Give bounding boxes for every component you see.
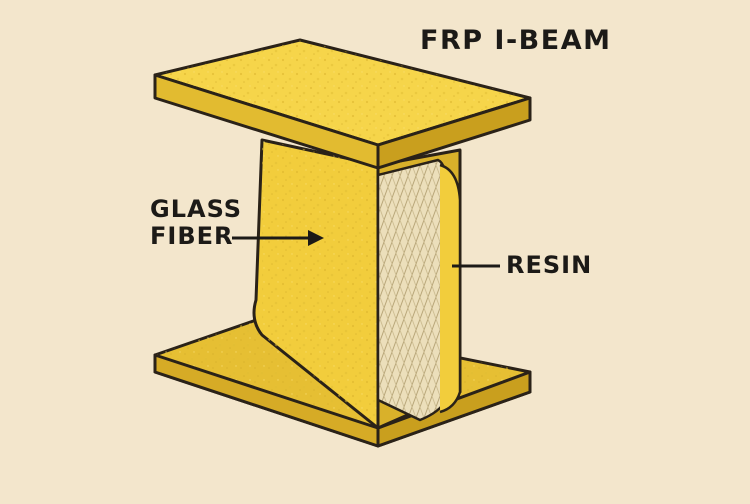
glass-fiber-label: GLASS FIBER [150, 196, 242, 250]
diagram-title: FRP I-BEAM [420, 25, 612, 56]
resin-label: RESIN [506, 251, 593, 279]
fiber-cutaway [376, 158, 462, 422]
glass-fiber-label-line1: GLASS [150, 195, 243, 223]
top-flange [153, 38, 532, 170]
glass-fiber-arrow [232, 230, 324, 246]
glass-fiber-label-line2: FIBER [150, 221, 234, 250]
